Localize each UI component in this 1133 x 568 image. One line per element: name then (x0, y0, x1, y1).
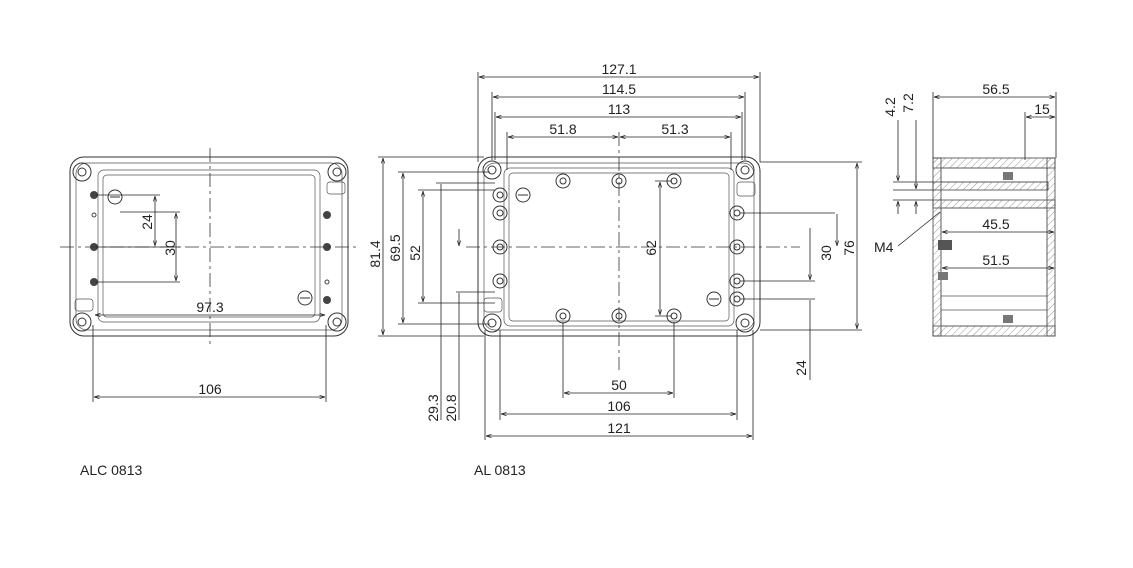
al-dim-62: 62 (643, 240, 659, 256)
al-dim-51-3: 51.3 (661, 121, 688, 137)
al-dim-121: 121 (607, 420, 631, 436)
side-dim-51-5: 51.5 (982, 252, 1009, 268)
side-label-m4: M4 (874, 239, 894, 255)
mount-hole (90, 191, 331, 304)
mount-boss (492, 173, 745, 324)
corner-screw (72, 162, 347, 332)
al-dim-52: 52 (407, 245, 423, 261)
side-dim-15: 15 (1034, 101, 1050, 117)
side-section-view (893, 92, 1057, 337)
al-dim-51-8: 51.8 (549, 121, 576, 137)
al-dim-29-3: 29.3 (425, 394, 441, 421)
al-model-label: AL 0813 (474, 462, 526, 478)
side-dim-56-5: 56.5 (982, 81, 1009, 97)
al-dim-106: 106 (607, 398, 631, 414)
al-dim-20-8: 20.8 (443, 394, 459, 421)
al-dim-127-1: 127.1 (601, 61, 636, 77)
al-dim-76: 76 (841, 240, 857, 256)
alc-dim-30: 30 (162, 240, 178, 256)
ground-symbol (107, 189, 313, 306)
alc-dim-97-3: 97.3 (196, 299, 223, 315)
alc-model-label: ALC 0813 (80, 462, 142, 478)
al-dim-30: 30 (818, 245, 834, 261)
side-dim-7-2: 7.2 (900, 93, 916, 113)
al-dim-24: 24 (793, 360, 809, 376)
al-dim-81-4: 81.4 (367, 240, 383, 267)
side-dim-4-2: 4.2 (882, 97, 898, 117)
alc-dim-106: 106 (198, 381, 222, 397)
ground-symbol (515, 187, 722, 307)
al-dim-114-5: 114.5 (602, 81, 636, 97)
al-dim-69-5: 69.5 (387, 234, 403, 261)
al-dim-50: 50 (611, 377, 627, 393)
corner-screw (482, 160, 755, 333)
al-enclosure-view (378, 72, 862, 440)
alc-dim-24: 24 (139, 214, 155, 230)
alc-enclosure-view (60, 148, 360, 402)
al-dim-113: 113 (608, 101, 631, 117)
side-dim-45-5: 45.5 (982, 216, 1009, 232)
